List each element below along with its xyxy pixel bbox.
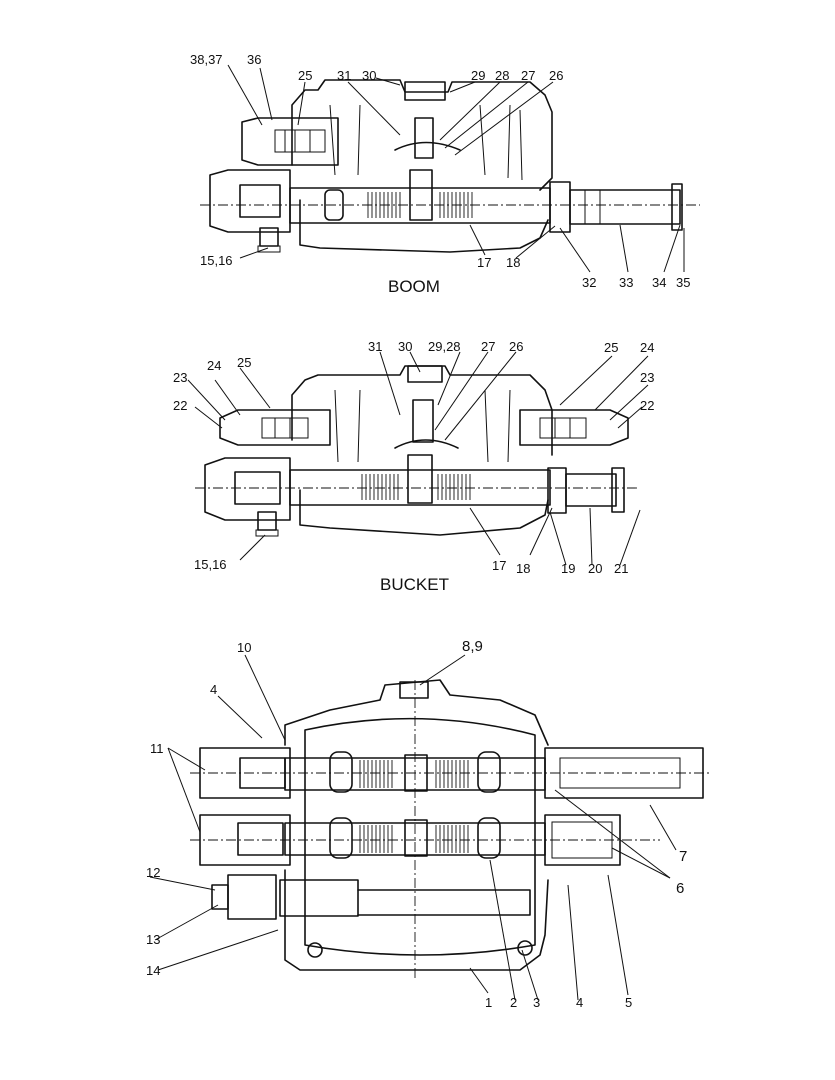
assembly-label-13: 13 [146, 932, 160, 947]
boom-callouts: 38,37 36 25 31 30 29 28 27 26 15,16 17 1… [190, 52, 690, 290]
bucket-label-23-right: 23 [640, 370, 654, 385]
bucket-label-22-left: 22 [173, 398, 187, 413]
boom-label-25: 25 [298, 68, 312, 83]
assembly-valve-section [190, 679, 710, 980]
boom-label-31: 31 [337, 68, 351, 83]
bucket-label-26: 26 [509, 339, 523, 354]
bucket-title: BUCKET [380, 575, 449, 594]
bucket-label-19: 19 [561, 561, 575, 576]
assembly-label-8-9: 8,9 [462, 638, 483, 655]
assembly-label-4-top: 4 [210, 682, 217, 697]
boom-label-38-37: 38,37 [190, 52, 223, 67]
boom-label-32: 32 [582, 275, 596, 290]
assembly-label-6: 6 [676, 880, 684, 897]
boom-label-36: 36 [247, 52, 261, 67]
assembly-label-4-bottom: 4 [576, 995, 583, 1010]
bucket-label-25-left: 25 [237, 355, 251, 370]
bucket-label-24-right: 24 [640, 340, 654, 355]
bucket-valve-section [195, 365, 640, 537]
assembly-label-2: 2 [510, 995, 517, 1010]
bucket-label-29-28: 29,28 [428, 339, 461, 354]
bucket-label-25-right: 25 [604, 340, 618, 355]
bucket-label-17: 17 [492, 558, 506, 573]
assembly-label-11: 11 [150, 741, 164, 756]
bucket-label-18: 18 [516, 561, 530, 576]
assembly-callouts: 8,9 10 4 11 12 13 14 7 6 1 2 3 4 5 [146, 638, 687, 1010]
assembly-label-14: 14 [146, 963, 160, 978]
assembly-label-12: 12 [146, 865, 160, 880]
assembly-label-5: 5 [625, 995, 632, 1010]
bucket-label-31: 31 [368, 339, 382, 354]
assembly-label-7: 7 [679, 848, 687, 865]
bucket-label-23-left: 23 [173, 370, 187, 385]
boom-label-27: 27 [521, 68, 535, 83]
bucket-label-15-16: 15,16 [194, 557, 227, 572]
boom-title: BOOM [388, 277, 440, 296]
boom-label-18: 18 [506, 255, 520, 270]
boom-label-34: 34 [652, 275, 666, 290]
bucket-label-21: 21 [614, 561, 628, 576]
bucket-label-20: 20 [588, 561, 602, 576]
assembly-label-3: 3 [533, 995, 540, 1010]
assembly-leaders [149, 654, 677, 1001]
bucket-callouts: 31 30 29,28 27 26 25 24 23 22 25 24 23 2… [173, 339, 654, 576]
boom-label-26: 26 [549, 68, 563, 83]
boom-label-17: 17 [477, 255, 491, 270]
boom-label-29: 29 [471, 68, 485, 83]
bucket-leaders [187, 351, 649, 566]
assembly-label-10: 10 [237, 640, 251, 655]
bucket-label-30: 30 [398, 339, 412, 354]
boom-valve-section [200, 79, 700, 253]
bucket-label-27: 27 [481, 339, 495, 354]
boom-label-28: 28 [495, 68, 509, 83]
bucket-label-22-right: 22 [640, 398, 654, 413]
boom-label-33: 33 [619, 275, 633, 290]
boom-leaders [227, 64, 685, 273]
boom-label-15-16: 15,16 [200, 253, 233, 268]
bucket-label-24-left: 24 [207, 358, 221, 373]
boom-label-30: 30 [362, 68, 376, 83]
assembly-label-1: 1 [485, 995, 492, 1010]
boom-label-35: 35 [676, 275, 690, 290]
